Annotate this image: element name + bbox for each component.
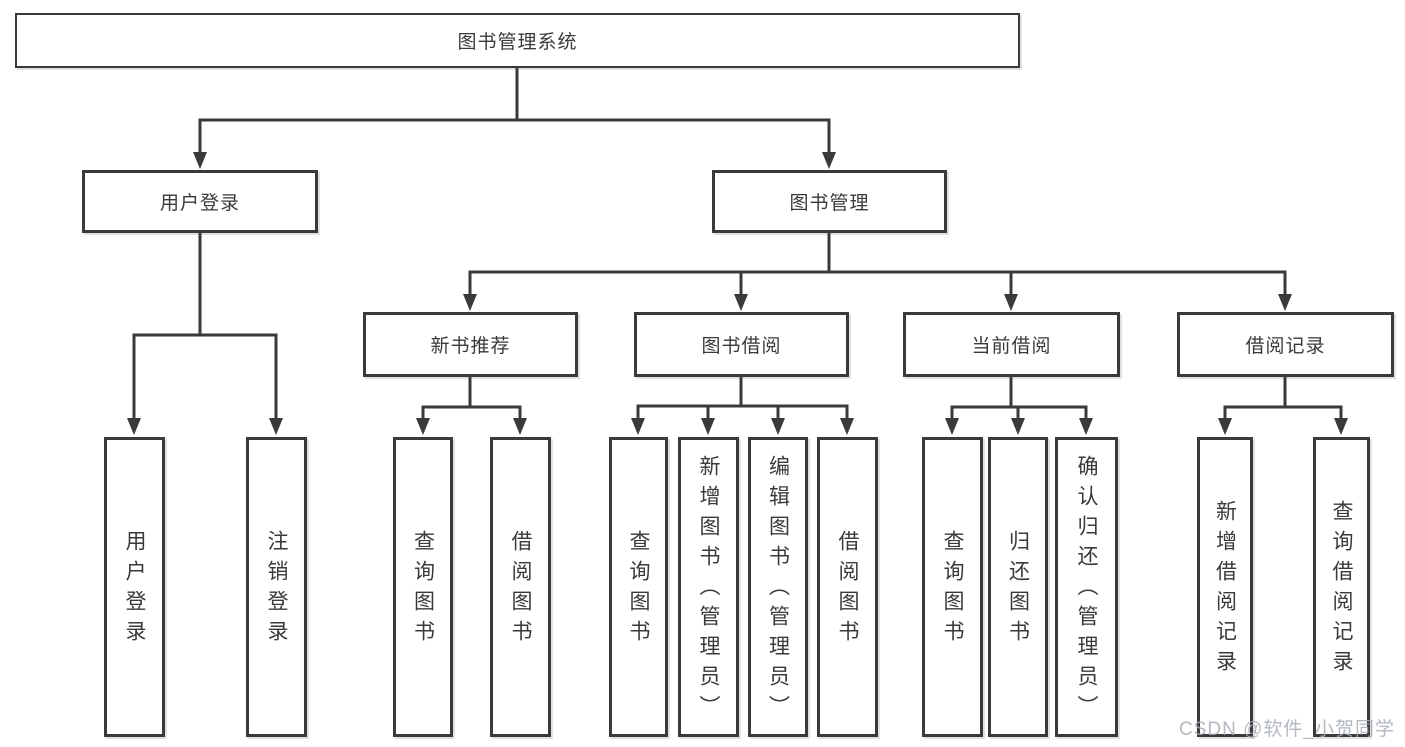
node-label: 图书借阅 (701, 336, 782, 357)
leaf-add-book-admin: 新增图书（管理员） (678, 437, 739, 737)
node-book-borrow: 图书借阅 (634, 312, 849, 377)
node-label: 编辑图书（管理员） (766, 455, 790, 725)
node-label: 查询借阅记录 (1330, 500, 1353, 680)
leaf-logout: 注销登录 (246, 437, 307, 737)
node-label: 归还图书 (1006, 530, 1030, 650)
leaf-query-book-recommend: 查询图书 (393, 437, 453, 737)
leaf-confirm-return-admin: 确认归还（管理员） (1055, 437, 1118, 737)
node-borrow-records: 借阅记录 (1177, 312, 1394, 377)
node-label: 查询图书 (411, 530, 435, 650)
leaf-edit-book-admin: 编辑图书（管理员） (748, 437, 808, 737)
node-label: 借阅图书 (509, 530, 532, 650)
node-label: 注销登录 (265, 530, 288, 650)
node-current-borrow: 当前借阅 (903, 312, 1120, 377)
node-label: 新增借阅记录 (1213, 500, 1237, 680)
node-label: 新书推荐 (430, 336, 511, 357)
leaf-user-login: 用户登录 (104, 437, 165, 737)
leaf-borrow-book-recommend: 借阅图书 (490, 437, 551, 737)
node-label: 用户登录 (123, 530, 146, 650)
tree-rails (132, 68, 1343, 409)
node-label: 确认归还（管理员） (1075, 455, 1098, 725)
node-label: 查询图书 (941, 530, 964, 650)
node-book-management: 图书管理 (712, 170, 947, 233)
leaf-return-book: 归还图书 (988, 437, 1048, 737)
leaf-query-borrow-record: 查询借阅记录 (1313, 437, 1370, 737)
csdn-watermark: CSDN @软件_小贺同学 (1179, 719, 1395, 740)
leaf-query-book-borrow: 查询图书 (609, 437, 668, 737)
leaf-borrow-book: 借阅图书 (817, 437, 878, 737)
node-label: 新增图书（管理员） (697, 455, 720, 725)
node-label: 当前借阅 (971, 336, 1052, 357)
leaf-query-book-current: 查询图书 (922, 437, 983, 737)
node-library-system: 图书管理系统 (15, 13, 1020, 68)
arrow-stems (132, 120, 1343, 419)
node-label: 图书管理系统 (457, 32, 578, 53)
node-label: 借阅图书 (836, 530, 859, 650)
node-label: 图书管理 (789, 193, 870, 214)
leaf-add-borrow-record: 新增借阅记录 (1197, 437, 1253, 737)
node-user-login: 用户登录 (82, 170, 318, 233)
node-label: 借阅记录 (1245, 336, 1326, 357)
node-label: 用户登录 (159, 193, 240, 214)
node-label: 查询图书 (627, 530, 650, 650)
node-new-book-recommend: 新书推荐 (363, 312, 578, 377)
